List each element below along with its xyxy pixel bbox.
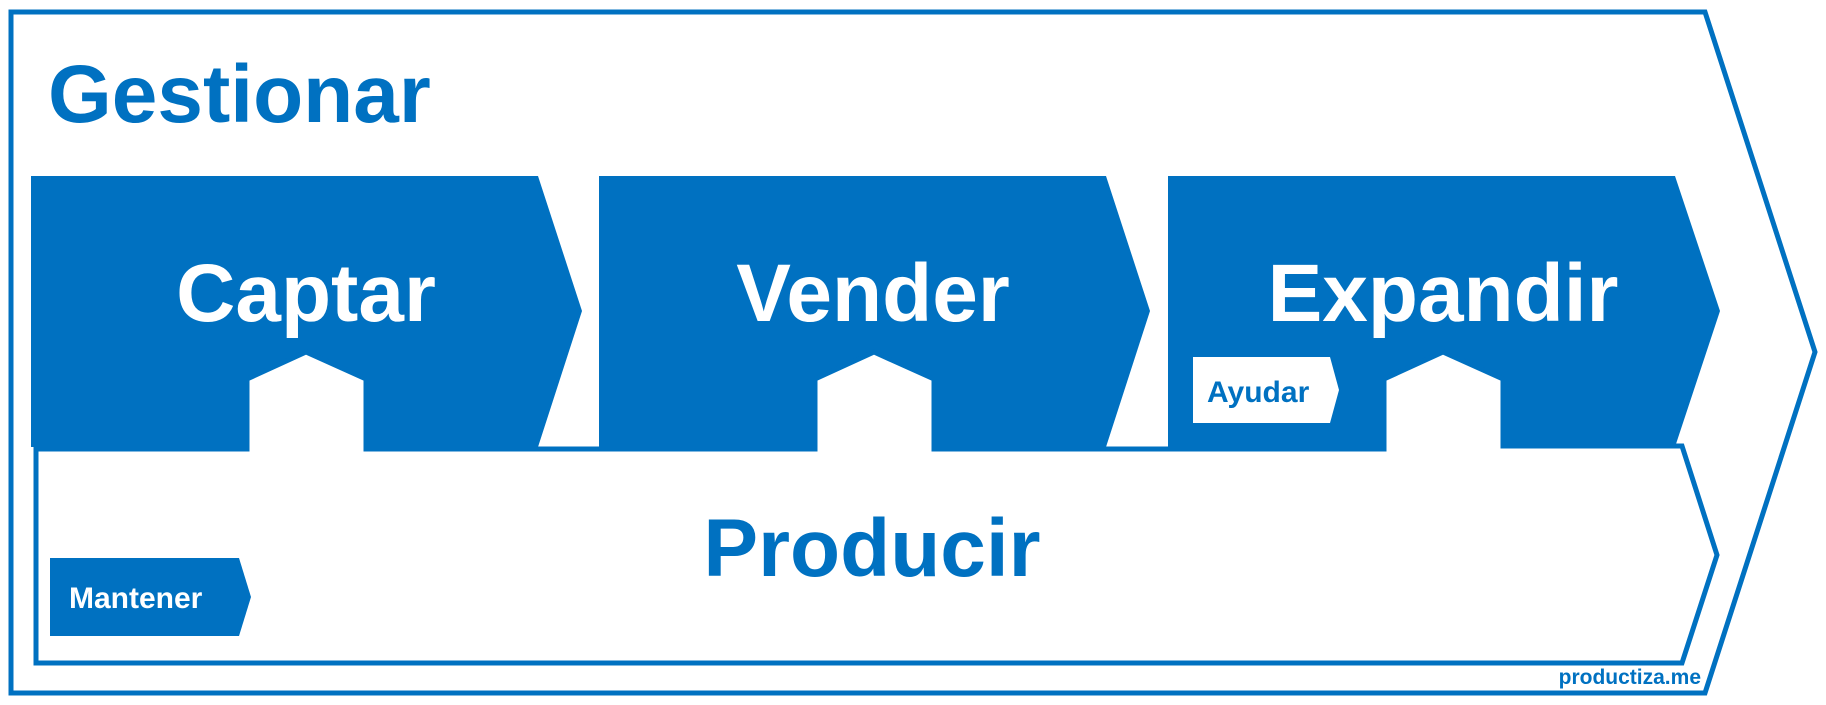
tag-mantener-shape (50, 558, 251, 636)
stage-expandir-label: Expandir (1268, 248, 1619, 339)
base-producir-shape (33, 349, 1720, 666)
stage-captar-shape (31, 176, 582, 447)
stage-vender-shape (599, 176, 1150, 447)
base-producir-label: Producir (703, 503, 1040, 594)
footer-brand: productiza.me (1559, 666, 1701, 689)
tag-ayudar-label: Ayudar (1207, 376, 1310, 409)
stage-captar-label: Captar (176, 248, 436, 339)
tag-ayudar-shape (1193, 357, 1339, 423)
stage-vender-label: Vender (736, 248, 1009, 339)
tag-mantener-label: Mantener (69, 582, 203, 615)
gestionar-label: Gestionar (48, 49, 431, 140)
